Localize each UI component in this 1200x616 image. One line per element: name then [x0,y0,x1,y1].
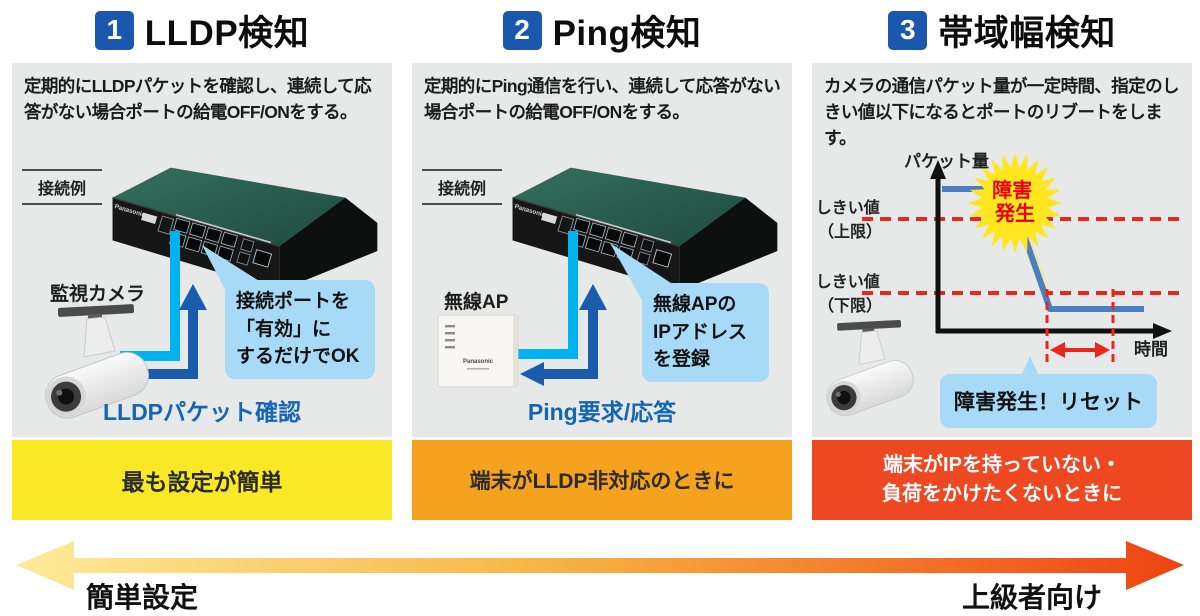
panel3-header: 3 帯域幅検知 [812,2,1192,58]
panel-bandwidth: 3 帯域幅検知 カメラの通信パケット量が一定時間、指定のしきい値以下になるとポー… [812,0,1192,615]
lower-threshold-label: しきい値 （下限） [816,272,884,315]
surveillance-camera-image [821,319,919,422]
panel-ping: 2 Ping検知 定期的にPing通信を行い、連続して応答がない場合ポートの給電… [412,0,792,615]
callout-line: 接続ポートを [236,291,351,312]
panel1-caption: LLDPパケット確認 [102,399,302,425]
x-axis-label: 時間 [1134,339,1168,359]
panel3-title: 帯域幅検知 [938,13,1116,53]
upper-threshold-label: しきい値 （上限） [816,198,884,241]
footer-left-label: 簡単設定 [86,582,199,613]
panel2-number-badge: 2 [502,10,542,50]
y-axis-label: パケット量 [904,151,989,171]
panel1-camera-label: 監視カメラ [50,284,146,305]
panel1-body: 定期的にLLDPパケットを確認し、連続して応答がない場合ポートの給電OFF/ON… [12,63,392,437]
panel1-callout: 接続ポートを 「有効」に するだけでOK [225,280,375,379]
ap-brand-label: Panasonic [463,359,494,365]
panel3-benefit-bar: 端末がIPを持っていない・ 負荷をかけたくないときに [812,440,1192,520]
panel2-description: 定期的にPing通信を行い、連続して応答がない場合ポートの給電OFF/ONをする… [424,76,781,122]
panel2-callout: 無線APの IPアドレス を登録 [642,283,769,382]
packet-volume-series-line [942,186,1144,312]
panel1-title: LLDP検知 [144,13,310,53]
callout-line: 無線APの [653,294,737,315]
panel1-header: 1 LLDP検知 [12,2,392,58]
panel1-bar-text: 最も設定が簡単 [121,469,283,495]
panel2-example-tag: 接続例 [422,169,502,205]
panel3-number-badge: 3 [888,10,928,50]
range-arrowhead-right [1095,342,1110,358]
panel2-body: 定期的にPing通信を行い、連続して応答がない場合ポートの給電OFF/ONをする… [412,63,792,437]
callout-line: するだけでOK [236,346,360,368]
failure-starburst [968,152,1062,254]
difficulty-gradient-arrow [16,541,1184,590]
up-arrowhead [579,284,607,310]
wireless-ap-image: Panasonic [437,314,519,388]
panel2-title: Ping検知 [552,13,702,53]
callout-line: IPアドレス [653,321,747,343]
x-axis-arrowhead [1153,323,1172,339]
panel3-bar-line2: 負荷をかけたくないときに [882,483,1122,505]
footer-right-label: 上級者向け [962,582,1103,613]
failure-starburst-text: 障害 発生 [992,178,1038,225]
callout-line: を登録 [653,349,711,371]
panel1-example-tag: 接続例 [22,169,102,205]
ap-leds [445,325,455,349]
panel2-bar-text: 端末がLLDP非対応のときに [469,470,735,493]
ping-darkblue-arrow-line [540,307,598,379]
panel1-benefit-bar: 最も設定が簡単 [12,440,392,520]
callout-line: 「有効」に [236,318,332,340]
panel3-description: カメラの通信パケット量が一定時間、指定のしきい値以下になるとポートのリブートをし… [824,76,1180,148]
panel2-caption: Ping要求/応答 [527,399,677,425]
packet-volume-chart: 障害 発生 パケット量 時間 しきい値 （上限） しきい値 （下限） [816,151,1180,422]
up-arrowhead [179,284,207,310]
panel1-description: 定期的にLLDPパケットを確認し、連続して応答がない場合ポートの給電OFF/ON… [24,76,372,122]
panel1-number-badge: 1 [94,10,134,50]
panel3-bar-line1: 端末がIPを持っていない・ [883,454,1121,476]
panel3-body: カメラの通信パケット量が一定時間、指定のしきい値以下になるとポートのリブートをし… [812,63,1192,437]
panel-lldp: 1 LLDP検知 定期的にLLDPパケットを確認し、連続して応答がない場合ポート… [12,0,392,615]
panel2-benefit-bar: 端末がLLDP非対応のときに [412,440,792,520]
panel2-ap-label: 無線AP [444,292,509,313]
left-arrowhead [520,362,544,386]
ping-cyan-link-line [508,231,578,359]
panel2-header: 2 Ping検知 [412,2,792,58]
panel3-callout: 障害発生！リセット [940,374,1157,428]
y-axis-arrowhead [930,160,946,179]
range-arrowhead-left [1050,342,1065,358]
panel2-diagram: Panasonic [437,166,779,388]
panel1-diagram [39,166,379,425]
